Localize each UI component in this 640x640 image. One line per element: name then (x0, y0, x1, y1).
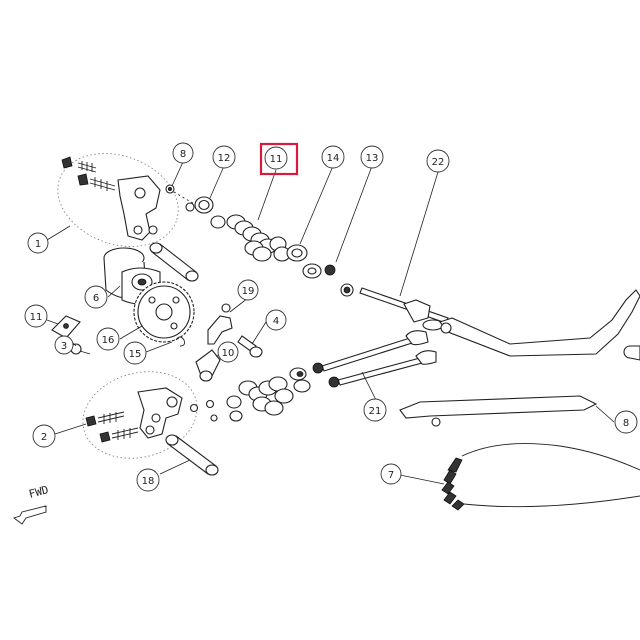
upper-pin-part-8 (165, 184, 197, 212)
callout-12: 12 (212, 145, 236, 169)
svg-text:7: 7 (388, 470, 394, 481)
svg-text:11: 11 (30, 312, 43, 323)
rocker-shaft-upper (149, 242, 199, 282)
highlight-box (259, 142, 299, 176)
clip-part-16 (175, 336, 185, 347)
callout-7: 7 (380, 463, 402, 485)
callout-16: 15 (123, 341, 147, 365)
callout-3: 3 (54, 335, 74, 355)
chain-guide-part-10 (399, 395, 598, 427)
svg-text:2: 2 (41, 432, 47, 443)
callout-21: 21 (363, 398, 387, 422)
lower-rocker-group-outline (82, 371, 198, 459)
upper-rocker-group-outline (57, 153, 179, 247)
callout-8-lower: 10 (217, 341, 239, 363)
svg-text:1: 1 (35, 239, 41, 250)
callout-1: 2 (32, 424, 56, 448)
sprocket-part-18 (133, 281, 195, 343)
seal-part-12 (194, 196, 214, 214)
svg-text:10: 10 (222, 348, 235, 359)
lower-valve-springs (226, 367, 311, 422)
leader-lines (46, 161, 615, 485)
valves-part-21 (312, 330, 437, 388)
callout-15: 18 (136, 468, 160, 492)
svg-text:8: 8 (180, 149, 186, 160)
decompressor-part-19 (207, 303, 233, 345)
svg-text:16: 16 (102, 335, 115, 346)
callout-4: 4 (265, 309, 287, 331)
svg-text:19: 19 (242, 286, 255, 297)
svg-text:3: 3 (61, 341, 67, 352)
camshaft-part-6 (103, 247, 161, 305)
svg-text:21: 21 (369, 406, 382, 417)
valve-spring-stack-part-11 (210, 214, 291, 262)
svg-text:14: 14 (327, 153, 340, 164)
callout-19: 19 (237, 279, 259, 301)
cam-chain-part-7 (441, 443, 640, 511)
svg-text:13: 13 (366, 153, 379, 164)
tensioner-arm (439, 289, 640, 361)
svg-text:12: 12 (218, 153, 231, 164)
washer-part-14 (286, 244, 308, 262)
svg-text:18: 18 (142, 476, 155, 487)
upper-rocker-arm-assembly (61, 156, 161, 241)
svg-text:4: 4 (273, 316, 279, 327)
retainer-part-13 (302, 263, 354, 297)
callout-8-upper: 8 (172, 142, 194, 164)
callout-11-highlighted: 11 (264, 146, 288, 170)
callout-11-bracket: 11 (24, 304, 48, 328)
svg-text:22: 22 (432, 157, 445, 168)
rocker-shaft-part-15 (165, 434, 219, 476)
callout-6: 6 (84, 285, 108, 309)
callout-10: 8 (614, 410, 638, 434)
svg-text:8: 8 (623, 418, 629, 429)
push-rod-part-22 (359, 287, 449, 331)
lower-rocker-arm-assembly (85, 387, 218, 443)
forward-direction-marker: FWD (13, 483, 50, 525)
svg-text:6: 6 (93, 293, 99, 304)
callout-13: 13 (360, 145, 384, 169)
callout-14: 14 (321, 145, 345, 169)
svg-text:15: 15 (129, 349, 142, 360)
bracket-part-11 (51, 315, 81, 339)
callout-2: 1 (27, 232, 49, 254)
callout-18: 16 (96, 327, 120, 351)
pin-part-4 (237, 335, 263, 358)
callout-bubbles: 1 8 12 11 14 13 22 6 19 4 11 3 16 15 10 … (24, 142, 638, 492)
bolt-part-3 (70, 343, 91, 355)
tappet-part-8 (195, 349, 221, 382)
fwd-label: FWD (27, 483, 50, 501)
callout-22: 22 (426, 149, 450, 173)
svg-text:11: 11 (270, 154, 283, 165)
